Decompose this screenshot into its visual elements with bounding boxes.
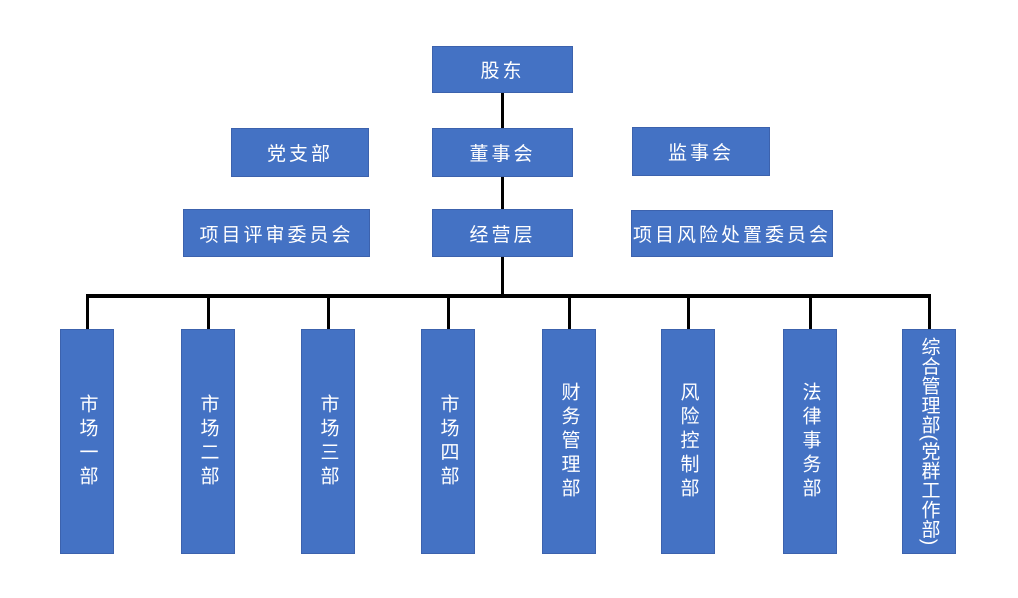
connector-management-trunk bbox=[501, 256, 504, 296]
connector-drop-6 bbox=[687, 296, 690, 329]
node-project-review-committee[interactable]: 项目评审委员会 bbox=[183, 209, 370, 257]
department-financial-management-label: 财务管理部 bbox=[558, 381, 580, 502]
department-general-management[interactable]: 综合管理部(党群工作部) bbox=[902, 329, 956, 554]
department-financial-management[interactable]: 财务管理部 bbox=[542, 329, 596, 554]
department-market-4[interactable]: 市场四部 bbox=[421, 329, 475, 554]
node-supervisory-board-label: 监事会 bbox=[667, 143, 734, 164]
department-market-1[interactable]: 市场一部 bbox=[60, 329, 114, 554]
node-party-branch[interactable]: 党支部 bbox=[231, 128, 369, 177]
node-project-risk-committee[interactable]: 项目风险处置委员会 bbox=[631, 210, 833, 257]
connector-drop-3 bbox=[327, 296, 330, 329]
department-risk-control-label: 风险控制部 bbox=[677, 381, 699, 502]
department-legal-affairs-label: 法律事务部 bbox=[799, 381, 821, 502]
connector-drop-4 bbox=[447, 296, 450, 329]
node-board-of-directors[interactable]: 董事会 bbox=[432, 128, 573, 177]
node-supervisory-board[interactable]: 监事会 bbox=[632, 127, 770, 176]
node-management-label: 经营层 bbox=[469, 224, 536, 246]
department-market-3[interactable]: 市场三部 bbox=[301, 329, 355, 554]
department-legal-affairs[interactable]: 法律事务部 bbox=[783, 329, 837, 554]
connector-shareholders-board bbox=[501, 93, 504, 129]
node-management[interactable]: 经营层 bbox=[432, 209, 573, 257]
node-board-of-directors-label: 董事会 bbox=[469, 144, 536, 165]
department-market-2-label: 市场二部 bbox=[197, 393, 219, 490]
node-shareholders-label: 股东 bbox=[480, 61, 525, 82]
department-market-3-label: 市场三部 bbox=[317, 393, 339, 490]
department-market-1-label: 市场一部 bbox=[76, 393, 98, 490]
department-risk-control[interactable]: 风险控制部 bbox=[661, 329, 715, 554]
department-market-4-label: 市场四部 bbox=[437, 393, 459, 490]
department-general-management-label: 综合管理部(党群工作部) bbox=[918, 337, 940, 546]
connector-horizontal-bus bbox=[86, 294, 931, 298]
department-market-2[interactable]: 市场二部 bbox=[181, 329, 235, 554]
connector-drop-5 bbox=[568, 296, 571, 329]
node-project-risk-committee-label: 项目风险处置委员会 bbox=[632, 225, 831, 246]
node-shareholders[interactable]: 股东 bbox=[432, 46, 573, 93]
node-party-branch-label: 党支部 bbox=[266, 144, 333, 165]
connector-board-management bbox=[501, 176, 504, 210]
connector-drop-1 bbox=[86, 296, 89, 329]
connector-drop-7 bbox=[809, 296, 812, 329]
connector-drop-2 bbox=[207, 296, 210, 329]
node-project-review-committee-label: 项目评审委员会 bbox=[199, 224, 354, 246]
connector-drop-8 bbox=[928, 296, 931, 329]
